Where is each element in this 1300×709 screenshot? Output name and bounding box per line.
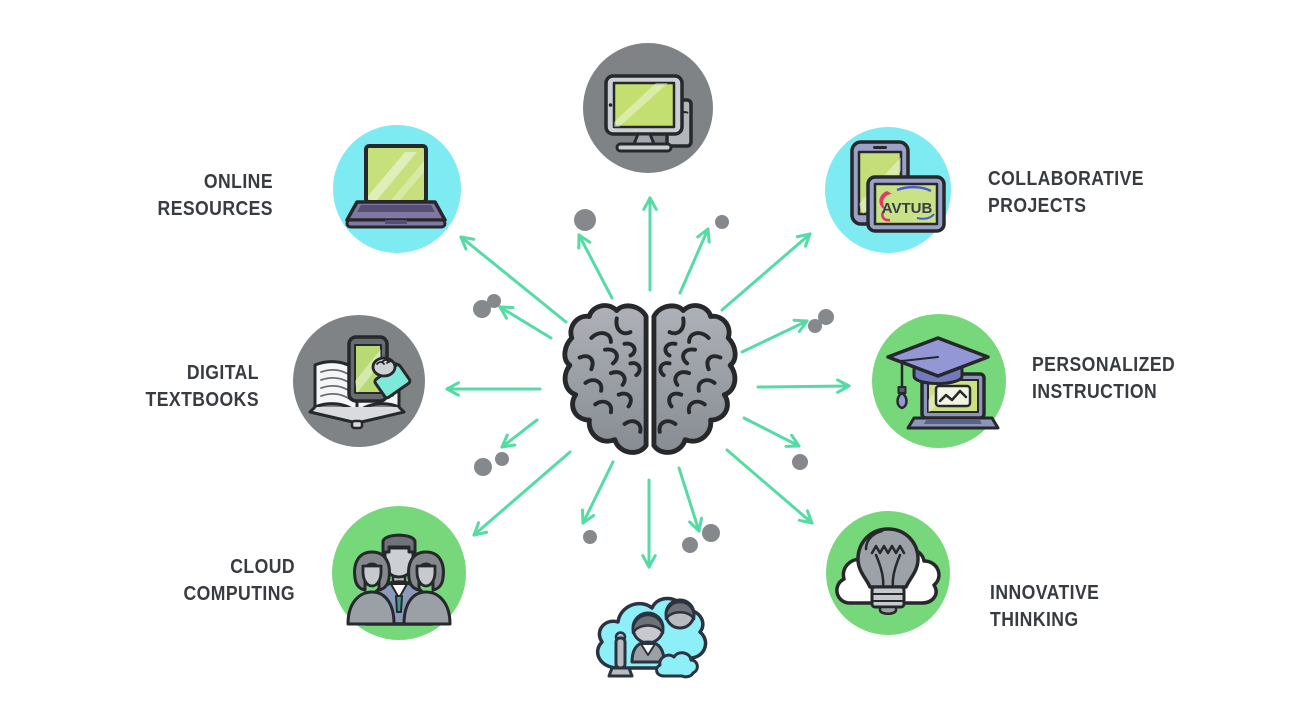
dot	[808, 319, 822, 333]
label-innovative-thinking: INNOVATIVE THINKING	[990, 580, 1166, 634]
node-cloud-computing	[332, 506, 466, 640]
label-line: RESOURCES	[157, 198, 273, 220]
people-group-icon	[346, 533, 452, 626]
dot	[702, 524, 720, 542]
node-personalized-instruction	[872, 314, 1006, 448]
tablets-icon: AVTUB	[850, 140, 946, 233]
node-cloud-collaboration	[588, 580, 712, 682]
arrow	[445, 381, 542, 397]
dot	[574, 209, 596, 231]
arrow	[642, 196, 658, 292]
brain-icon	[562, 298, 738, 462]
dot	[818, 309, 834, 325]
arrow	[641, 478, 657, 569]
dot	[474, 458, 492, 476]
laptop-icon	[345, 144, 447, 229]
label-line: PROJECTS	[988, 195, 1087, 217]
node-digital-devices	[583, 43, 713, 173]
label-line: DIGITAL	[186, 362, 259, 384]
arrow	[678, 227, 711, 295]
label-personalized-instruction: PERSONALIZED INSTRUCTION	[1032, 352, 1208, 406]
lightbulb-cloud-icon	[835, 527, 941, 615]
arrow	[742, 416, 801, 448]
graduation-cap-laptop-icon	[886, 336, 1000, 430]
dot	[682, 537, 698, 553]
label-line: THINKING	[990, 609, 1079, 631]
label-line: INSTRUCTION	[1032, 381, 1158, 403]
dot	[583, 530, 597, 544]
arrow	[577, 233, 614, 300]
node-collaborative-projects: AVTUB	[825, 127, 951, 253]
dot	[792, 454, 808, 470]
arrow	[459, 235, 568, 324]
label-line: TEXTBOOKS	[145, 389, 259, 411]
node-digital-textbooks	[293, 315, 425, 447]
label-line: COMPUTING	[183, 583, 295, 605]
label-line: INNOVATIVE	[990, 582, 1100, 604]
arrow	[725, 448, 814, 525]
label-line: CLOUD	[230, 556, 295, 578]
arrow	[677, 466, 703, 533]
label-cloud-computing: CLOUD COMPUTING	[132, 554, 295, 608]
label-line: ONLINE	[203, 171, 273, 193]
cloud-people-icon	[596, 596, 708, 679]
label-line: COLLABORATIVE	[988, 168, 1144, 190]
arrow	[498, 305, 553, 340]
book-tablet-icon	[308, 335, 412, 430]
node-innovative-thinking	[826, 511, 950, 635]
label-collaborative-projects: COLLABORATIVE PROJECTS	[988, 166, 1164, 220]
arrow	[740, 318, 809, 354]
dot	[715, 215, 729, 229]
arrow	[580, 460, 615, 525]
arrow	[720, 232, 812, 312]
label-online-resources: ONLINE RESOURCES	[110, 169, 273, 223]
arrow	[472, 450, 572, 537]
arrow	[756, 378, 851, 394]
desktop-computer-icon	[604, 74, 693, 153]
label-line: PERSONALIZED	[1032, 354, 1176, 376]
avtub-logo-text: AVTUB	[882, 200, 933, 217]
label-digital-textbooks: DIGITAL TEXTBOOKS	[96, 360, 259, 414]
dot	[487, 294, 501, 308]
dot	[473, 300, 491, 318]
arrow	[500, 418, 539, 449]
node-online-resources	[333, 125, 461, 253]
dot	[495, 452, 509, 466]
